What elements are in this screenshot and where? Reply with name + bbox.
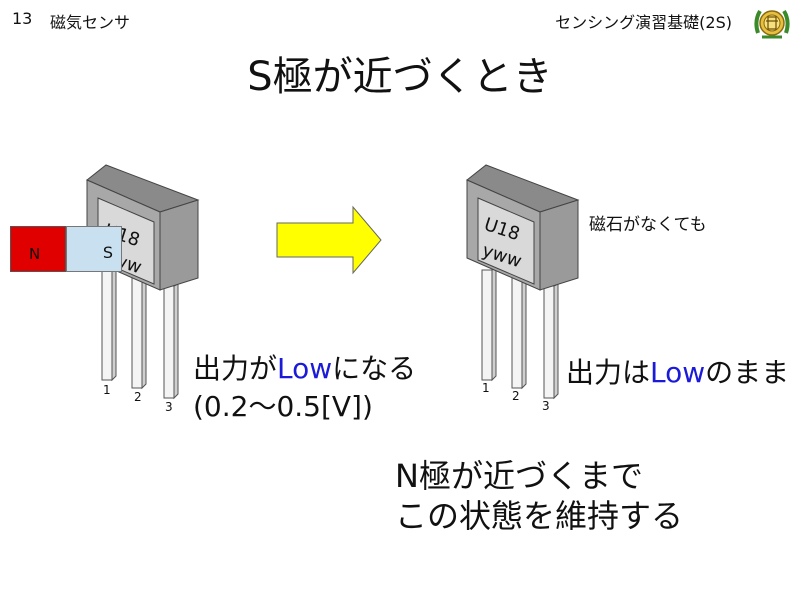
conclusion-line-2: この状態を維持する [395, 497, 684, 535]
no-magnet-note: 磁石がなくても [589, 215, 707, 235]
school-emblem-icon [754, 9, 790, 39]
slide-title: S極が近づくとき [247, 54, 553, 100]
right-output-text: 出力はLowのまま [566, 351, 789, 391]
output-voltage: (0.2〜0.5[V]) [193, 390, 373, 423]
magnet-north-pole: N [10, 226, 66, 272]
course-title: センシング演習基礎(2S) [555, 13, 732, 32]
south-pole-label: S [102, 243, 113, 262]
section-title: 磁気センサ [50, 13, 131, 32]
pin-3-label: 3 [165, 400, 173, 414]
pin-1-label: 1 [482, 381, 490, 395]
output-suffix: になる [332, 352, 417, 385]
page-number: 13 [12, 9, 33, 28]
output-level: Low [650, 356, 706, 389]
hall-sensor-right [466, 164, 580, 400]
output-prefix: 出力は [566, 356, 651, 389]
output-suffix: のまま [705, 356, 790, 389]
right-arrow-icon [276, 205, 382, 275]
left-output-text: 出力がLowになる [193, 347, 416, 387]
conclusion-line-1: N極が近づくまで [395, 457, 643, 495]
pin-1-label: 1 [103, 383, 111, 397]
output-prefix: 出力が [193, 352, 278, 385]
pin-2-label: 2 [134, 390, 142, 404]
hall-sensor-left [86, 164, 200, 400]
magnet-south-pole: S [66, 226, 122, 272]
pin-2-label: 2 [512, 389, 520, 403]
pin-3-label: 3 [542, 399, 550, 413]
bar-magnet: N S [10, 226, 122, 272]
output-level: Low [277, 352, 333, 385]
north-pole-label: N [29, 245, 41, 263]
